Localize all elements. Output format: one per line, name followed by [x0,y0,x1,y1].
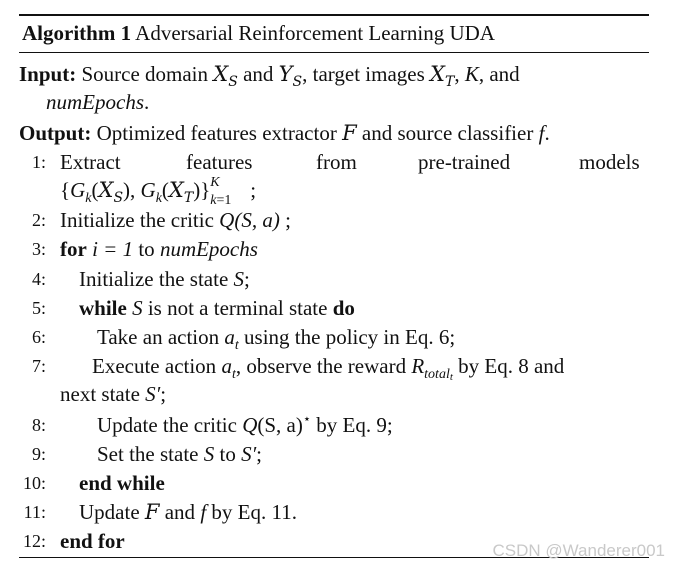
input-and2: , and [478,62,520,86]
algorithm-header: Algorithm 1 Adversarial Reinforcement Le… [22,20,495,46]
math-xs: X [213,62,229,86]
line-number: 10: [22,473,46,493]
input-line: Input: Source domain XS and YS, target i… [19,62,520,90]
input-text2: , target images [302,62,425,86]
line-number: 11: [23,502,46,522]
math-numepochs: numEpochs [46,90,144,114]
line-number: 8: [31,415,46,435]
line-number: 5: [31,298,46,318]
math-xt: X [430,62,445,86]
header-rule [19,52,649,53]
input-label: Input: [19,62,77,86]
watermark: CSDN @Wanderer001 [492,541,665,560]
input-line-cont: numEpochs. [46,90,150,114]
output-line: Output: Optimized features extractor F a… [19,121,550,145]
math-f-cal: F [342,121,357,145]
step-7-cont: next state S′; [60,382,167,406]
top-rule [19,14,649,16]
output-text: Optimized features extractor [96,121,337,145]
algorithm-label: Algorithm 1 [22,21,132,45]
line-number: 2: [31,210,46,230]
algorithm-title: Adversarial Reinforcement Learning UDA [135,21,495,45]
output-label: Output: [19,121,92,145]
input-text: Source domain [81,62,209,86]
bottom-rule [19,557,649,558]
output-text2: and source classifier [361,121,534,145]
line-number: 1: [31,152,46,172]
math-f: f [538,121,545,145]
line-number: 9: [31,444,46,464]
line-number: 12: [22,531,46,551]
line-number: 7: [31,356,46,376]
line-number: 6: [31,327,46,347]
math-ys: Y [278,62,293,86]
line-number: 4: [31,269,46,289]
line-number: 3: [31,239,46,259]
math-k: K [464,62,479,86]
input-and: and [243,62,274,86]
